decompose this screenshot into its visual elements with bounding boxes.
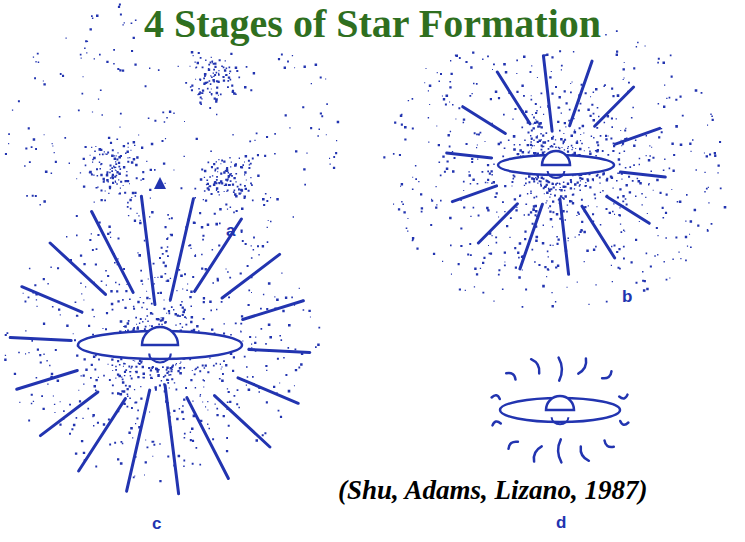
infall-line xyxy=(520,204,543,269)
infall-line xyxy=(543,56,552,132)
infall-line xyxy=(195,219,242,291)
outflow-wisp xyxy=(602,371,611,378)
outflow-wisp xyxy=(559,358,562,381)
infall-line xyxy=(22,287,82,312)
protostar-underside xyxy=(552,417,569,424)
title: 4 Stages of Star Formation xyxy=(0,2,745,46)
infall-line xyxy=(10,338,71,341)
infall-line xyxy=(582,206,615,258)
panel-letter: a xyxy=(226,222,235,241)
infall-line xyxy=(238,378,298,403)
outflow-wisp xyxy=(620,421,628,425)
infall-line xyxy=(570,61,593,126)
infall-line xyxy=(463,107,506,134)
infall-line xyxy=(127,390,150,491)
protostar xyxy=(546,396,574,410)
outflow-wisp xyxy=(605,440,614,447)
outflow-wisp xyxy=(558,439,561,462)
panel-letter: d xyxy=(556,514,566,533)
infall-line xyxy=(249,349,310,352)
infall-line xyxy=(497,72,530,124)
infall-line xyxy=(170,199,193,300)
protostar-underside xyxy=(548,171,565,178)
infall-line xyxy=(620,172,665,177)
infall-line xyxy=(478,204,517,243)
panel-letter: b xyxy=(622,288,632,307)
infall-line xyxy=(447,153,492,158)
dust-dots xyxy=(4,4,726,483)
infall-line xyxy=(595,87,634,126)
outflow-wisp xyxy=(492,395,500,399)
infall-line xyxy=(615,128,659,144)
panel-letter: c xyxy=(152,515,161,534)
citation: (Shu, Adams, Lizano, 1987) xyxy=(338,476,648,506)
outflow-wisp xyxy=(531,359,539,373)
outflow-wisp xyxy=(619,395,627,399)
protostar-figures xyxy=(10,56,665,494)
outflow-wisp xyxy=(534,446,542,461)
infall-line xyxy=(215,396,270,447)
infall-line xyxy=(243,301,304,320)
outflow-wisp xyxy=(578,358,586,373)
outflow-wisp xyxy=(493,421,501,425)
infall-line xyxy=(40,392,98,436)
infall-line xyxy=(165,386,179,494)
outflow-wisp xyxy=(506,373,515,380)
infall-line xyxy=(560,199,569,274)
infall-line xyxy=(79,399,126,471)
infall-line xyxy=(92,212,134,293)
outflow-wisp xyxy=(581,447,589,461)
protostar-underside xyxy=(149,353,171,362)
infall-line xyxy=(50,243,105,294)
protostar xyxy=(542,151,570,165)
infall-line xyxy=(17,371,78,390)
outflow-wisp xyxy=(509,442,518,449)
infall-line xyxy=(141,196,155,304)
infall-line xyxy=(187,398,229,479)
infall-line xyxy=(222,254,280,298)
protostar xyxy=(142,327,178,345)
outflow-arrowhead xyxy=(154,177,166,189)
infall-line xyxy=(607,197,650,224)
infall-line xyxy=(452,186,496,202)
